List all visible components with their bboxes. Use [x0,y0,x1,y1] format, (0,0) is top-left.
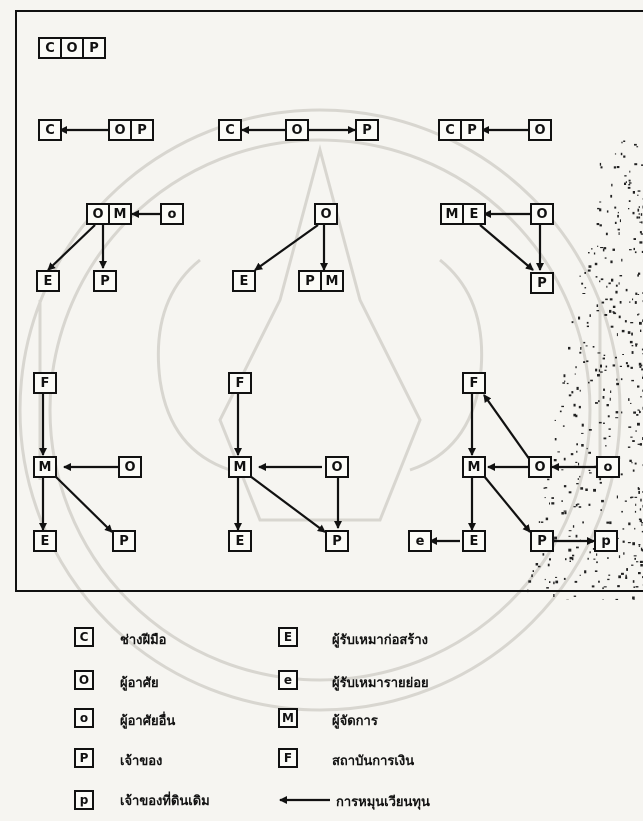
box-cell: O [316,205,336,223]
box-c: C [38,119,62,141]
box-p-small: p [594,530,618,552]
box-c: C [218,119,242,141]
box-m: M [228,456,252,478]
box-p: P [93,270,117,292]
box-f: F [462,372,486,394]
box-cell: P [532,532,552,550]
box-cell: P [130,121,152,139]
box-cell: C [40,39,60,57]
box-o: O [314,203,338,225]
box-c-o-p: COP [38,37,106,59]
box-m: M [33,456,57,478]
box-cell: P [357,121,377,139]
legend-symbol: C [74,627,94,647]
box-o: O [285,119,309,141]
box-o: O [325,456,349,478]
box-cell: P [532,274,552,292]
box-f: F [228,372,252,394]
box-f: F [33,372,57,394]
legend-label: ผู้รับเหมารายย่อย [332,672,429,693]
box-cell: o [162,205,182,223]
legend-label: ผู้รับเหมาก่อสร้าง [332,629,428,650]
box-e-small: e [408,530,432,552]
legend-symbol: p [74,790,94,810]
legend-symbol: o [74,708,94,728]
box-cell: E [234,272,254,290]
box-cell: E [462,205,484,223]
box-cell: E [464,532,484,550]
box-cell: O [110,121,130,139]
box-cell: M [442,205,462,223]
box-o: O [528,456,552,478]
box-cell: o [598,458,618,476]
box-cell: P [82,39,104,57]
box-cell: F [230,374,250,392]
box-o-small: o [160,203,184,225]
box-e: E [232,270,256,292]
box-e: E [33,530,57,552]
legend-symbol: e [278,670,298,690]
box-cell: O [88,205,108,223]
box-p-m: PM [298,270,344,292]
box-e: E [228,530,252,552]
box-cell: P [300,272,320,290]
box-cell: O [120,458,140,476]
legend-label: ผู้อาศัย [120,672,159,693]
box-e: E [36,270,60,292]
box-o-p: OP [108,119,154,141]
legend-label: สถาบันการเงิน [332,750,414,771]
legend-label: ผู้อาศัยอื่น [120,710,175,731]
box-m: M [462,456,486,478]
legend-label: ผู้จัดการ [332,710,378,731]
box-o: O [528,119,552,141]
box-e: E [462,530,486,552]
legend-label: ช่างฝีมือ [120,629,166,650]
box-o-small: o [596,456,620,478]
box-p: P [112,530,136,552]
box-p: P [325,530,349,552]
box-cell: E [35,532,55,550]
box-o-m: OM [86,203,132,225]
box-cell: O [287,121,307,139]
box-cell: M [464,458,484,476]
box-o: O [530,203,554,225]
box-cell: C [40,121,60,139]
box-cell: O [530,458,550,476]
box-cell: O [60,39,82,57]
legend-symbol: M [278,708,298,728]
box-cell: P [114,532,134,550]
legend-symbol: E [278,627,298,647]
box-cell: P [95,272,115,290]
box-m-e: ME [440,203,486,225]
box-cell: F [35,374,55,392]
legend-label: เจ้าของที่ดินเดิม [120,790,210,811]
box-cell: P [460,121,482,139]
legend-arrow-label: การหมุนเวียนทุน [336,791,430,812]
legend-symbol: P [74,748,94,768]
box-cell: p [596,532,616,550]
box-p: P [530,272,554,294]
box-cell: E [230,532,250,550]
box-p: P [530,530,554,552]
box-cell: O [530,121,550,139]
box-cell: E [38,272,58,290]
box-cell: M [230,458,250,476]
legend-symbol: F [278,748,298,768]
box-cell: O [327,458,347,476]
box-cell: P [327,532,347,550]
box-o: O [118,456,142,478]
box-cell: C [220,121,240,139]
box-cell: F [464,374,484,392]
legend-symbol: O [74,670,94,690]
box-cell: M [320,272,342,290]
legend-label: เจ้าของ [120,750,162,771]
box-cell: e [410,532,430,550]
box-p: P [355,119,379,141]
box-cell: M [35,458,55,476]
box-cell: C [440,121,460,139]
box-cell: M [108,205,130,223]
box-cell: O [532,205,552,223]
